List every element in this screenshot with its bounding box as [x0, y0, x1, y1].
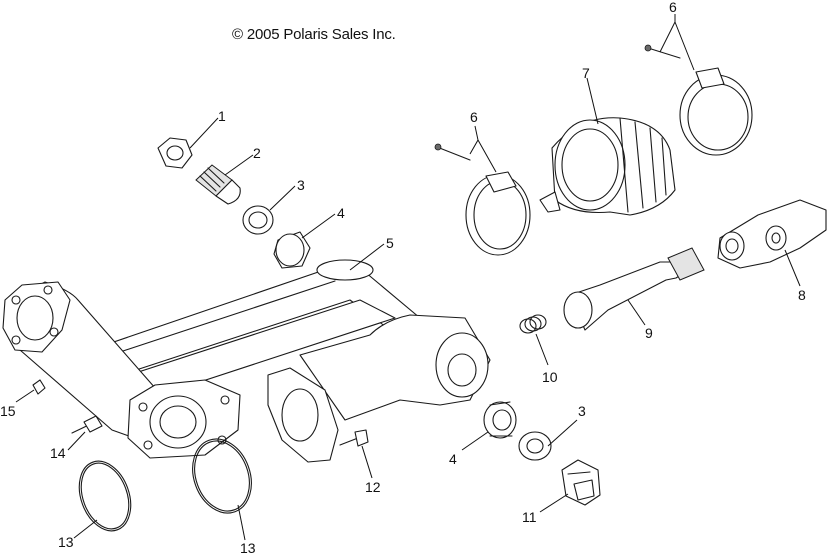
- callout-7: 7: [582, 65, 590, 81]
- callout-5: 5: [386, 235, 394, 251]
- callout-14: 14: [50, 445, 66, 461]
- callout-13-left: 13: [58, 534, 74, 550]
- callout-13-right: 13: [240, 540, 256, 556]
- part-1-hex-nut: [157, 137, 193, 169]
- callout-9: 9: [645, 325, 653, 341]
- swing-arm: [2, 259, 491, 463]
- callout-3: 3: [297, 177, 305, 193]
- callout-2: 2: [253, 145, 261, 161]
- callout-11: 11: [522, 509, 537, 525]
- callout-4-lower: 4: [449, 451, 457, 467]
- leader-lines: [15, 14, 801, 541]
- callout-4: 4: [337, 205, 345, 221]
- part-9-drive-shaft: [563, 247, 705, 331]
- callout-1: 1: [218, 108, 226, 124]
- part-3-seal-lower: [518, 431, 552, 461]
- part-8-u-joint: [717, 199, 827, 269]
- callout-6-upper: 6: [669, 0, 677, 15]
- callout-8: 8: [798, 287, 806, 303]
- callout-12: 12: [365, 479, 381, 495]
- callout-10: 10: [542, 369, 558, 385]
- part-2-splined-stub: [195, 164, 241, 205]
- part-6-clamp-upper: [644, 44, 753, 156]
- copyright-notice: © 2005 Polaris Sales Inc.: [232, 26, 396, 43]
- part-14-bolt: [71, 415, 103, 434]
- part-11-plug: [561, 459, 601, 506]
- part-4-bearing-lower: [483, 401, 517, 439]
- part-3-seal-upper: [242, 205, 274, 235]
- part-15-grease-fitting: [32, 379, 46, 395]
- part-4-bearing-upper: [273, 231, 311, 269]
- callout-6-middle: 6: [470, 109, 478, 125]
- callout-15: 15: [0, 403, 16, 419]
- part-12-bolt: [339, 429, 369, 447]
- part-6-clamp-middle: [434, 143, 531, 256]
- part-7-boot: [539, 117, 676, 216]
- part-10-spring: [519, 314, 547, 334]
- callout-3-lower: 3: [578, 403, 586, 419]
- part-13-o-rings: [78, 438, 252, 532]
